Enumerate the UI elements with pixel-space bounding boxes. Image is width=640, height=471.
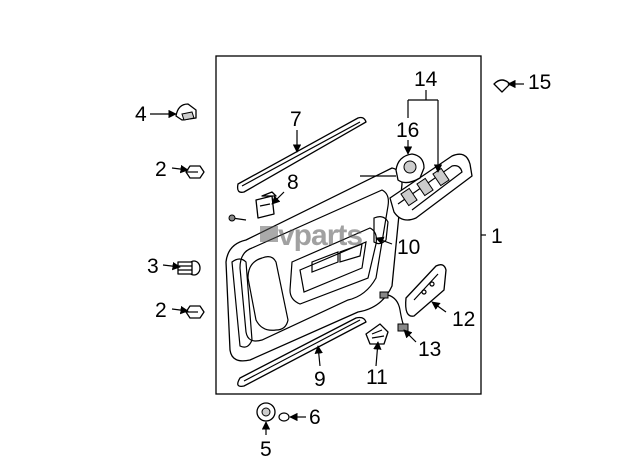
- callout-5: 5: [260, 438, 272, 461]
- mirror-switch: [395, 153, 425, 184]
- callout-13: 13: [418, 338, 441, 361]
- wire-harness: [379, 291, 409, 332]
- bolt-lower: [185, 305, 205, 319]
- trim-screw: [228, 214, 247, 222]
- grommet: [256, 402, 276, 422]
- callout-15: 15: [528, 71, 551, 94]
- cap-plug: [493, 79, 511, 93]
- callout-2-upper: 2: [155, 158, 167, 181]
- callout-4: 4: [135, 103, 147, 126]
- callout-10: 10: [397, 236, 420, 259]
- assembly-frame: [215, 55, 482, 395]
- callout-2-lower: 2: [155, 299, 167, 322]
- o-ring: [278, 412, 290, 422]
- watermark-text: vparts: [278, 219, 362, 252]
- callout-3: 3: [147, 255, 159, 278]
- callout-14: 14: [414, 68, 438, 91]
- watermark-logo: vparts: [260, 219, 363, 252]
- callout-16: 16: [396, 119, 419, 142]
- callout-1: 1: [491, 225, 503, 248]
- leader-lines: [150, 79, 524, 435]
- callout-12: 12: [452, 308, 475, 331]
- callout-6: 6: [309, 406, 321, 429]
- bolt-upper: [185, 165, 205, 179]
- lower-weatherstrip: [237, 316, 367, 387]
- callout-8: 8: [287, 171, 299, 194]
- window-switch-bezel: [389, 153, 473, 221]
- callout-11: 11: [366, 366, 388, 389]
- callout-9: 9: [314, 368, 326, 391]
- speaker-grille: [365, 323, 389, 345]
- armrest-bracket: [405, 264, 447, 317]
- callout-7: 7: [290, 108, 302, 131]
- trim-clip: [175, 103, 197, 121]
- push-pin: [177, 260, 201, 276]
- bracket-part: [255, 191, 277, 219]
